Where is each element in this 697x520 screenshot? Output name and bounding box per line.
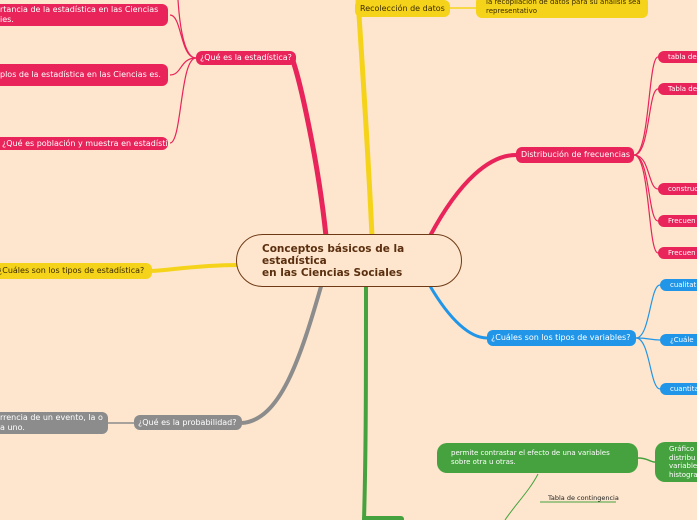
node-contrastar-label: permite contrastar el efecto de una vari… — [451, 449, 610, 466]
node-que-es-estadistica-label: ¿Qué es la estadística? — [200, 53, 292, 62]
central-topic[interactable]: Conceptos básicos de la estadística en l… — [236, 234, 462, 287]
label-tabla-contingencia[interactable]: Tabla de contingencia — [548, 494, 619, 502]
node-probabilidad-def[interactable]: rrencia de un evento, la o a uno. — [0, 412, 108, 434]
node-que-es-probabilidad-label: ¿Qué es la probabilidad? — [138, 417, 237, 427]
node-tabla-de-2-label: Tabla de — [668, 85, 697, 93]
node-frecuen-1-label: Frecuen — [668, 217, 696, 225]
node-cualitat-label: cualitat — [670, 281, 697, 289]
node-que-es-estadistica[interactable]: ¿Qué es la estadística? — [196, 51, 296, 65]
node-tabla-de-1-label: tabla de — [668, 53, 697, 61]
node-probabilidad-def-label: rrencia de un evento, la o a uno. — [0, 413, 103, 432]
node-recoleccion-label: Recolección de datos — [360, 3, 445, 13]
node-grafico-label: Gráfico distribu variable histogra — [669, 445, 697, 479]
node-poblacion-label: ¿Qué es población y muestra en estadísti… — [2, 138, 168, 148]
node-poblacion[interactable]: ¿Qué es población y muestra en estadísti… — [0, 137, 168, 150]
node-frecuen-2-label: Frecuen — [668, 249, 696, 257]
central-topic-line3: en las Ciencias Sociales — [262, 267, 403, 279]
node-tipos-estadistica[interactable]: ¿Cuáles son los tipos de estadística? — [0, 263, 152, 279]
node-construc-label: construc — [668, 185, 697, 193]
node-que-es-probabilidad[interactable]: ¿Qué es la probabilidad? — [134, 415, 242, 430]
node-importancia[interactable]: rtancia de la estadística en las Ciencia… — [0, 4, 168, 26]
node-construc[interactable]: construc — [658, 183, 697, 195]
node-recoleccion-def[interactable]: la recopilación de datos para su análisi… — [476, 0, 648, 18]
node-importancia-label: rtancia de la estadística en las Ciencia… — [0, 5, 159, 24]
node-ejemplos[interactable]: plos de la estadística en las Ciencias e… — [0, 64, 168, 86]
node-grafico[interactable]: Gráfico distribu variable histogra — [655, 442, 697, 482]
node-frecuen-1[interactable]: Frecuen — [658, 215, 697, 227]
central-topic-line1: Conceptos básicos de la — [262, 243, 405, 255]
node-distribucion-label: Distribución de frecuencias — [521, 150, 631, 159]
node-cuantita[interactable]: cuantita — [660, 383, 697, 395]
node-tipos-variables[interactable]: ¿Cuáles son los tipos de variables? — [487, 330, 636, 346]
node-tabla-de-1[interactable]: tabla de — [658, 51, 697, 63]
node-frecuen-2[interactable]: Frecuen — [658, 247, 697, 259]
node-contrastar[interactable]: permite contrastar el efecto de una vari… — [437, 443, 638, 473]
node-recoleccion-def-label: la recopilación de datos para su análisi… — [486, 0, 641, 15]
node-tipos-variables-label: ¿Cuáles son los tipos de variables? — [491, 333, 631, 342]
node-distribucion[interactable]: Distribución de frecuencias — [516, 147, 634, 163]
node-recoleccion[interactable]: Recolección de datos — [355, 0, 450, 17]
node-ejemplos-label: plos de la estadística en las Ciencias e… — [0, 70, 161, 79]
node-cuales-label: ¿Cuále — [670, 336, 694, 344]
node-green-bottom[interactable] — [362, 516, 404, 520]
node-tipos-estadistica-label: ¿Cuáles son los tipos de estadística? — [0, 266, 145, 275]
central-topic-line2: estadística — [262, 255, 327, 267]
node-cuales[interactable]: ¿Cuále — [660, 334, 697, 346]
node-cuantita-label: cuantita — [670, 385, 697, 393]
node-cualitat[interactable]: cualitat — [660, 279, 697, 291]
node-tabla-de-2[interactable]: Tabla de — [658, 83, 697, 95]
